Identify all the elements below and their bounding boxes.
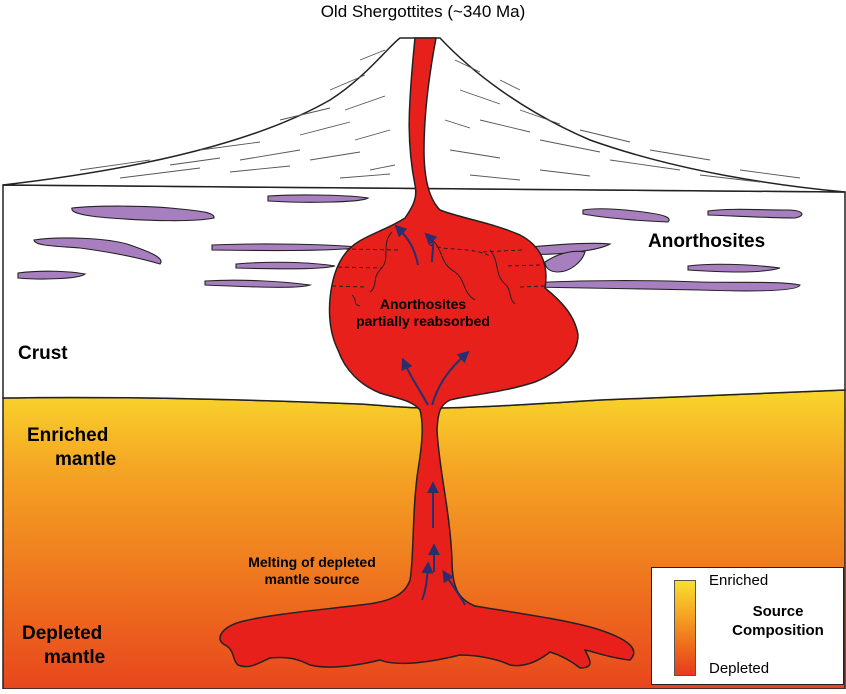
crust-label: Crust: [18, 343, 68, 364]
anorthosite-lenses: [17, 194, 803, 292]
magma-body: [219, 37, 635, 669]
depleted-mantle-line-1: Depleted: [22, 623, 103, 644]
legend-depleted-label: Depleted: [709, 660, 770, 677]
arrow-right-branch: [431, 350, 470, 406]
melting-label: Melting of depleted mantle source: [222, 554, 402, 588]
reabsorption-wiggles: [351, 231, 516, 307]
anorthosites-label: Anorthosites: [648, 231, 766, 252]
arrow-plume-right: [442, 569, 466, 606]
depleted-mantle-line-2: mantle: [44, 647, 106, 668]
reabsorbed-line-1: Anorthosites: [379, 296, 467, 312]
depleted-mantle-label: Depleted mantle: [22, 622, 105, 670]
legend-heading-line-1: Source: [752, 603, 804, 620]
reabsorbed-label: Anorthosites partially reabsorbed: [348, 296, 498, 330]
arrow-left-branch: [401, 357, 429, 406]
flow-arrows: [394, 224, 470, 606]
arrow-plume-left: [421, 561, 434, 601]
enriched-mantle-line-1: Enriched: [27, 425, 109, 446]
diagram-title: Old Shergottites (~340 Ma): [320, 2, 526, 21]
melting-line-2: mantle source: [264, 571, 360, 587]
legend-enriched-label: Enriched: [709, 572, 769, 589]
legend-color-bar: [674, 580, 696, 676]
arrow-conduit-top: [394, 224, 419, 266]
reabsorption-traces: [331, 244, 546, 288]
legend-heading-line-2: Composition: [732, 622, 824, 639]
reabsorbed-line-2: partially reabsorbed: [356, 313, 490, 329]
enriched-mantle-line-2: mantle: [55, 449, 117, 470]
legend-heading: Source Composition: [714, 602, 842, 640]
melting-line-1: Melting of depleted: [248, 554, 376, 570]
legend: Enriched Source Composition Depleted: [651, 567, 844, 685]
enriched-mantle-label: Enriched mantle: [27, 424, 116, 472]
volcano-hatching: [79, 49, 801, 183]
arrow-conduit-top-right: [424, 232, 438, 263]
